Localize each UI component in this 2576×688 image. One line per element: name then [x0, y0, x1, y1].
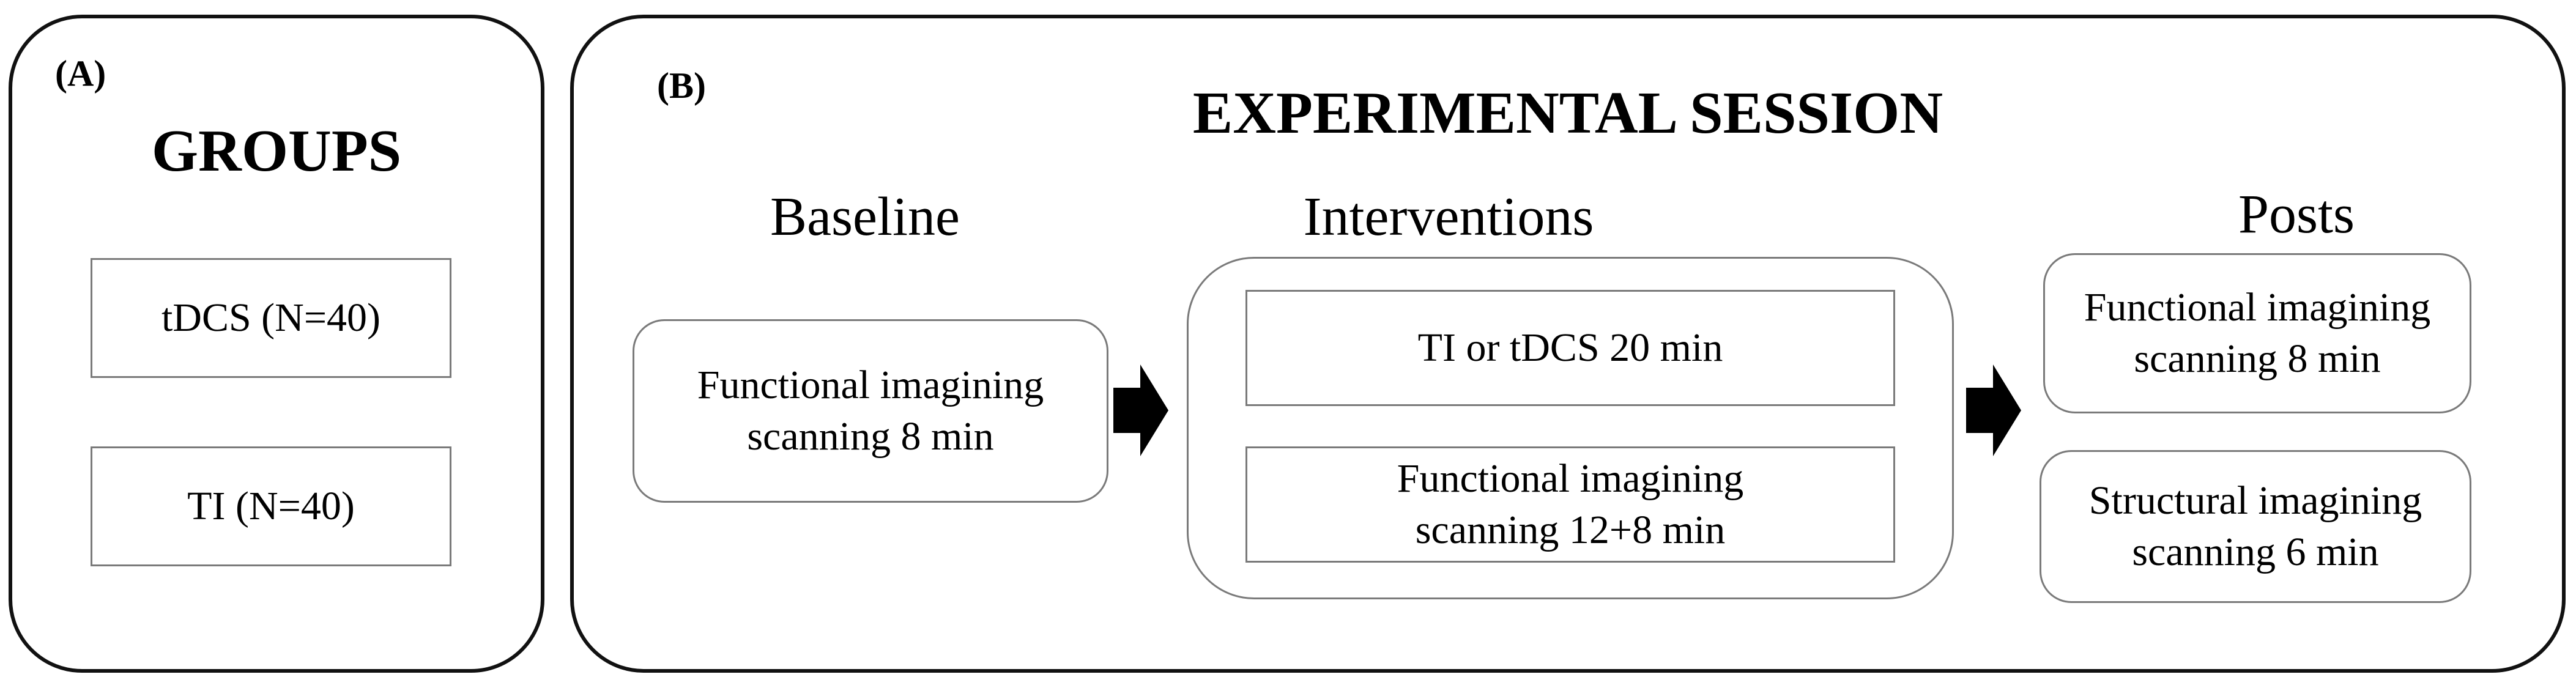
baseline-box-line1: Functional imagining [697, 363, 1044, 408]
baseline-box: Functional imagining scanning 8 min [633, 319, 1108, 503]
post-box-functional: Functional imagining scanning 8 min [2043, 253, 2471, 413]
panel-label-a: (A) [55, 53, 106, 94]
baseline-heading: Baseline [770, 187, 960, 247]
arrow-right-icon [1113, 364, 1168, 456]
groups-panel: (A) GROUPS tDCS (N=40) TI (N=40) [9, 15, 544, 673]
post-box-functional-line1: Functional imagining [2084, 285, 2431, 330]
group-box-ti: TI (N=40) [91, 446, 451, 566]
post-box-structural-line2: scanning 6 min [2132, 530, 2379, 574]
baseline-box-line2: scanning 8 min [747, 414, 994, 459]
intervention-box-functional: Functional imagining scanning 12+8 min [1245, 446, 1895, 563]
groups-heading: GROUPS [151, 118, 402, 184]
post-box-structural: Structural imagining scanning 6 min [2040, 450, 2471, 603]
intervention-box-functional-line2: scanning 12+8 min [1415, 508, 1726, 552]
post-box-functional-line2: scanning 8 min [2134, 336, 2381, 381]
intervention-box-functional-line1: Functional imagining [1397, 456, 1744, 501]
group-box-tdcs: tDCS (N=40) [91, 258, 451, 378]
arrow-right-icon [1966, 364, 2021, 456]
intervention-box-stimulation: TI or tDCS 20 min [1245, 290, 1895, 406]
experimental-session-panel: (B) EXPERIMENTAL SESSION Baseline Interv… [570, 15, 2566, 673]
panel-label-b: (B) [657, 65, 706, 106]
group-label-ti: TI (N=40) [187, 484, 355, 529]
intervention-box-stimulation-line1: TI or tDCS 20 min [1417, 325, 1723, 371]
post-box-structural-line1: Structural imagining [2088, 478, 2422, 523]
group-label-tdcs: tDCS (N=40) [161, 295, 381, 341]
experimental-session-heading: EXPERIMENTAL SESSION [1192, 80, 1943, 146]
interventions-heading: Interventions [1303, 187, 1594, 247]
posts-heading: Posts [2238, 184, 2355, 245]
